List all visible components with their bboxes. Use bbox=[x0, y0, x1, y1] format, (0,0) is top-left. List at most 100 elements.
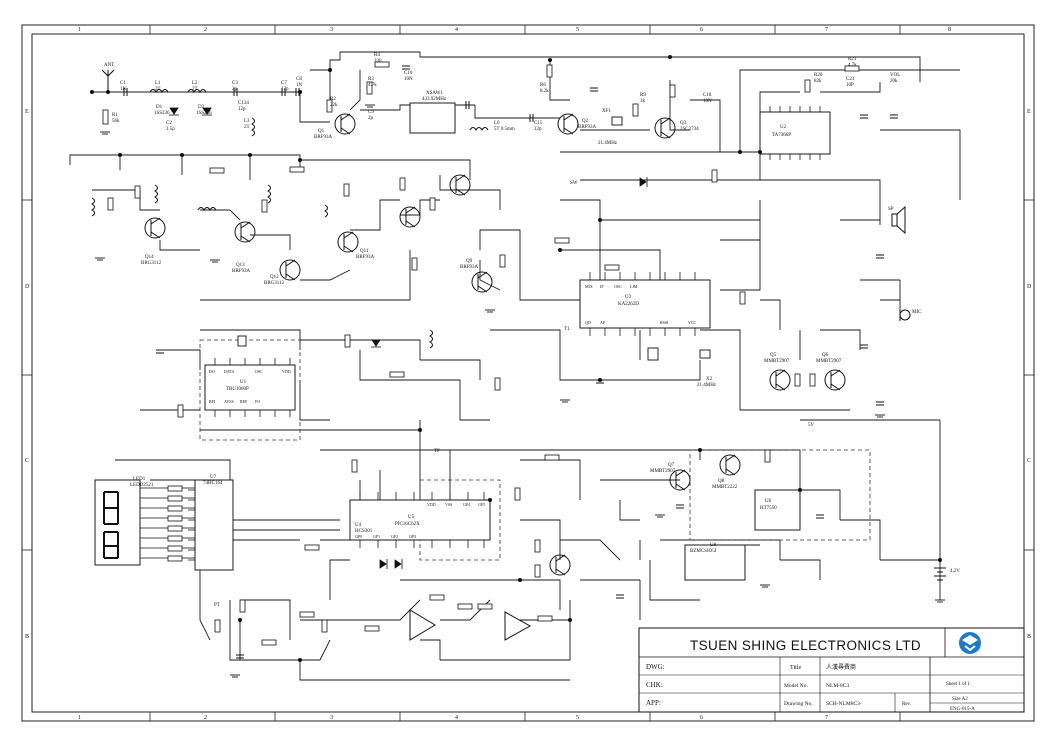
label-q7: Q7 bbox=[668, 463, 675, 468]
col-label-top: 1 bbox=[78, 27, 81, 33]
saw-filter-box bbox=[409, 102, 456, 134]
regulator-dashed-box bbox=[689, 449, 871, 541]
u3-pin: IF bbox=[600, 284, 604, 289]
label-q5: Q5 bbox=[770, 353, 777, 358]
title-block: TSUEN SHING ELECTRONICS LTD DWG: CHK: AP… bbox=[638, 627, 1025, 713]
label-xf1-value: 21.4MHz bbox=[598, 141, 618, 146]
u3-pin: RSSI bbox=[660, 320, 669, 325]
label-r4-value: 330 bbox=[374, 59, 382, 64]
label-r2-value: 22k bbox=[330, 103, 338, 108]
col-label-bottom: 4 bbox=[455, 715, 458, 721]
junction-dots bbox=[90, 55, 942, 662]
label-c15: C15 bbox=[534, 121, 543, 126]
passive-components bbox=[102, 61, 860, 646]
label-l1: L1 bbox=[155, 81, 161, 86]
label-c3: C3 bbox=[232, 81, 238, 86]
label-u6-value: HT7550 bbox=[760, 506, 777, 511]
row-label-left: B bbox=[25, 634, 29, 640]
label-q6: Q6 bbox=[822, 353, 829, 358]
label-r21-value: 4.7k bbox=[848, 63, 857, 68]
seven-segment-digits bbox=[103, 491, 119, 559]
ic-u1-box bbox=[204, 364, 296, 411]
label-c1-value: 1N bbox=[120, 87, 127, 92]
label-mic: MIC bbox=[912, 310, 922, 315]
label-d1: D1 bbox=[156, 105, 163, 110]
u5-pin-labels: GP0 GP1 GP2 GP3 VDD VSS GP4 GP5 bbox=[355, 502, 485, 539]
row-label-right: C bbox=[1027, 458, 1031, 464]
label-u5-value: PIC16C62X bbox=[395, 522, 420, 527]
u5-pin: GP4 bbox=[463, 502, 470, 507]
label-tp: TP bbox=[434, 449, 440, 454]
label-q12-value: BRG3112 bbox=[264, 281, 285, 286]
label-d2-value: 1SS236 bbox=[196, 111, 212, 116]
u1-pin-labels: RFI AVSS REF FO DO DATA OSC VDD bbox=[209, 369, 291, 404]
label-q5-value: MMBT2907 bbox=[764, 359, 790, 364]
u1-pin: AVSS bbox=[224, 399, 234, 404]
app-label: APP: bbox=[646, 699, 661, 707]
label-l6: L6 bbox=[494, 121, 500, 126]
label-sw: SW bbox=[570, 181, 578, 186]
label-r4: R4 bbox=[374, 53, 380, 58]
row-label-left: E bbox=[25, 109, 29, 115]
q6-symbol bbox=[824, 369, 846, 391]
label-t1: T1 bbox=[564, 327, 570, 332]
model-label: Model No. bbox=[784, 683, 808, 689]
row-label-left: D bbox=[25, 284, 30, 290]
component-labels: ANT C1 1N L1 2T C2 1.5p L2 2T C3 2p C7 1… bbox=[104, 53, 960, 608]
col-label-top: 3 bbox=[330, 27, 333, 33]
title-label: Title bbox=[790, 665, 801, 671]
q12-symbol bbox=[279, 259, 301, 281]
ground-symbols bbox=[95, 104, 945, 678]
u1-pin: DO bbox=[209, 369, 215, 374]
q1-symbol bbox=[334, 113, 356, 135]
label-vol: VOL bbox=[890, 73, 900, 78]
opamp-symbols bbox=[409, 609, 532, 641]
ic-blocks bbox=[94, 102, 831, 581]
label-r3-value: 4.7k bbox=[368, 83, 377, 88]
zone-ticks bbox=[22, 25, 1034, 721]
label-v5: 5V bbox=[808, 423, 815, 428]
label-q1-value: BRF93A bbox=[314, 135, 332, 140]
chk-label: CHK: bbox=[646, 681, 663, 689]
drawing-label: Drawing No. bbox=[784, 701, 813, 707]
label-u3: U3 bbox=[625, 295, 632, 300]
label-q14-value: BRG3112 bbox=[141, 261, 162, 266]
label-c134: C134 bbox=[238, 101, 249, 106]
col-label-top: 2 bbox=[204, 27, 207, 33]
label-c9: C9 bbox=[368, 110, 374, 115]
label-xsaw: XSAW1 bbox=[426, 91, 443, 96]
u5-pin: GP0 bbox=[355, 534, 362, 539]
label-r20-value: 82k bbox=[814, 79, 822, 84]
col-label-top: 5 bbox=[576, 27, 579, 33]
wires bbox=[69, 51, 961, 681]
label-u8: U8 bbox=[710, 543, 717, 548]
label-sp: SP bbox=[888, 207, 894, 212]
label-r9-value: 1k bbox=[640, 99, 646, 104]
label-q3-value: 2SC3734 bbox=[680, 127, 699, 132]
u5-pin: GP2 bbox=[391, 534, 398, 539]
q9-symbol bbox=[471, 271, 493, 293]
label-q14: Q14 bbox=[145, 255, 154, 260]
label-l1-value: 2T bbox=[155, 87, 161, 92]
label-q3: Q3 bbox=[680, 121, 687, 126]
ic-u3-box bbox=[579, 279, 711, 329]
label-l3: L3 bbox=[244, 119, 250, 124]
q3-symbol bbox=[654, 117, 676, 139]
antenna-symbol bbox=[101, 69, 115, 92]
label-xf1: XF1 bbox=[602, 109, 611, 114]
label-u3-value: KA2262D bbox=[618, 302, 639, 307]
u1-pin: OSC bbox=[255, 369, 263, 374]
col-label-bottom: 5 bbox=[576, 715, 579, 721]
u1-pin: VDD bbox=[282, 369, 291, 374]
u3-pin: VCC bbox=[688, 320, 697, 325]
label-r20: R20 bbox=[814, 73, 823, 78]
label-r6: R6 bbox=[540, 83, 546, 88]
label-q13-value: BRF93A bbox=[232, 269, 250, 274]
company-logo-icon bbox=[959, 632, 981, 654]
label-l2-value: 2T bbox=[192, 87, 198, 92]
label-l6-value: 5T 0.5mm bbox=[494, 127, 515, 132]
label-q8: Q8 bbox=[718, 479, 725, 484]
u5-pin: GP3 bbox=[409, 534, 416, 539]
label-xtal-value: 21.4MHz bbox=[697, 383, 717, 388]
col-label-top: 8 bbox=[948, 27, 951, 33]
